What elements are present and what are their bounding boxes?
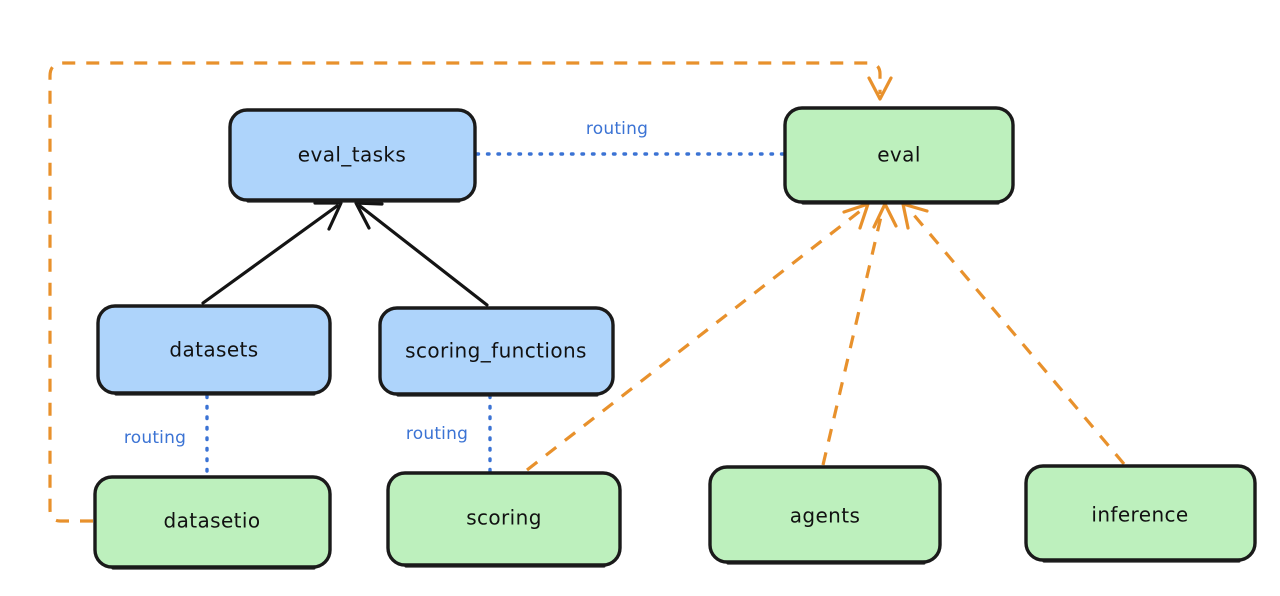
node-agents[interactable]: agents <box>708 465 942 565</box>
node-scoring-functions-label: scoring_functions <box>405 339 587 363</box>
node-datasets[interactable]: datasets <box>96 304 332 396</box>
node-eval-tasks[interactable]: eval_tasks <box>228 108 477 203</box>
edge-datasets-eval-tasks-arrowhead <box>313 201 343 231</box>
node-datasetio[interactable]: datasetio <box>93 475 332 570</box>
edge-datasetio-eval-arrowhead <box>867 76 893 101</box>
edge-datasets-to-eval-tasks <box>201 201 343 305</box>
node-inference[interactable]: inference <box>1024 464 1257 563</box>
node-agents-label: agents <box>790 504 861 528</box>
node-scoring-functions[interactable]: scoring_functions <box>378 306 615 397</box>
edge-datasets-eval-tasks-path <box>201 204 339 305</box>
edge-datasetio-to-eval <box>48 61 893 523</box>
edge-label-layer: routing routing routing <box>124 119 648 448</box>
edge-inference-to-eval <box>901 202 1126 466</box>
node-datasetio-label: datasetio <box>163 509 260 533</box>
node-scoring-label: scoring <box>466 506 542 530</box>
node-eval-tasks-label: eval_tasks <box>298 143 406 167</box>
edge-agents-eval-arrowhead <box>872 202 898 229</box>
edge-scoring-functions-eval-tasks-path <box>358 204 489 307</box>
edge-layer <box>48 61 1126 523</box>
edge-scoring-functions-to-eval-tasks <box>354 201 489 307</box>
node-inference-label: inference <box>1091 503 1188 527</box>
edge-agents-eval-path <box>821 207 885 466</box>
node-scoring[interactable]: scoring <box>386 471 622 568</box>
edge-agents-to-eval <box>821 202 898 466</box>
node-eval[interactable]: eval <box>783 106 1015 205</box>
edge-scoring-functions-eval-tasks-arrowhead <box>354 201 384 230</box>
node-layer: eval_tasks eval datasets scoring_functio… <box>93 106 1257 570</box>
edge-label-routing-scoring-functions: routing <box>406 424 468 444</box>
edge-inference-eval-path <box>906 206 1126 466</box>
edge-label-routing-eval-tasks: routing <box>586 119 648 139</box>
edge-label-routing-datasets: routing <box>124 428 186 448</box>
node-eval-label: eval <box>877 143 921 167</box>
node-datasets-label: datasets <box>169 338 258 362</box>
